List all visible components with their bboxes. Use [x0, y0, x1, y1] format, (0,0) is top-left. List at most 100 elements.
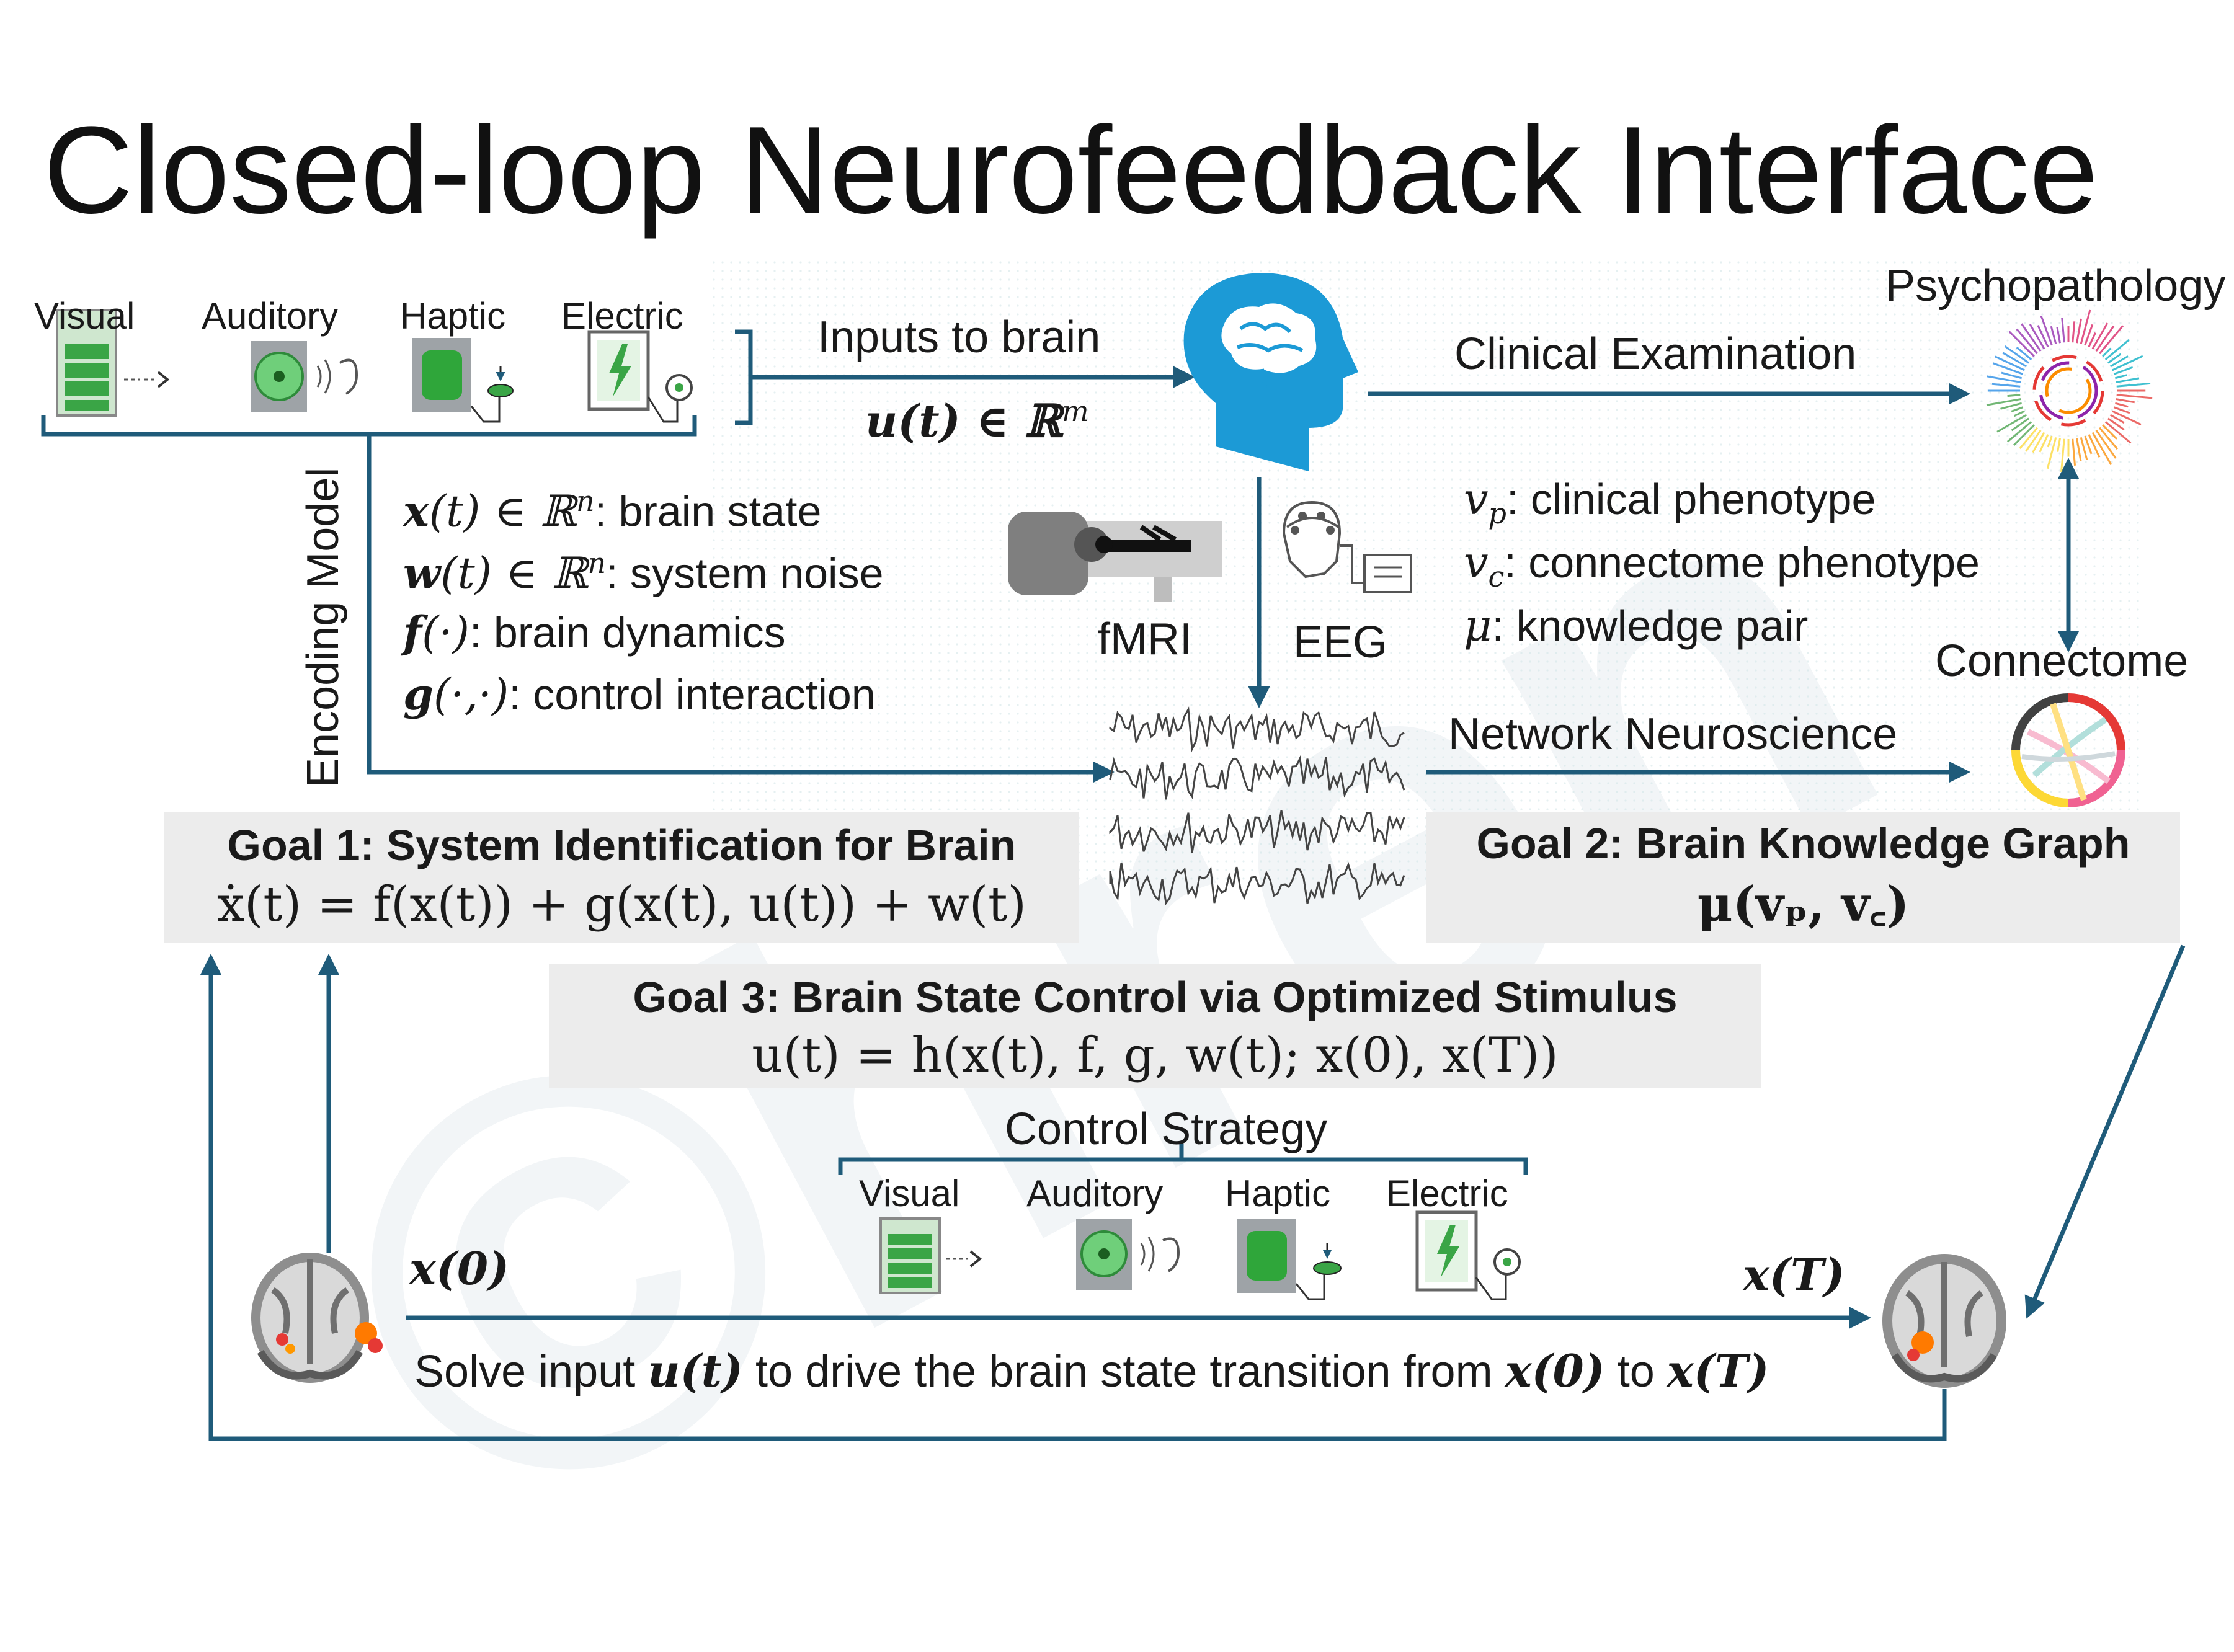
electric-stimulus-icon: [587, 330, 693, 423]
psychopathology-spoke: [2016, 347, 2032, 361]
psychopathology-spoke: [1991, 383, 2021, 388]
clinical-examination-label: Clinical Examination: [1454, 329, 1857, 379]
psychopathology-spoke: [2084, 435, 2093, 455]
psychopathology-spoke: [2013, 410, 2025, 417]
goal2-equation: μ(vₚ, v꜀): [1697, 876, 1910, 933]
target-state-label: x(T): [1743, 1248, 1845, 1301]
psychopathology-spoke: [2091, 432, 2112, 466]
goal2-title: Goal 2: Brain Knowledge Graph: [1476, 819, 2130, 868]
psychopathology-spoke: [2114, 374, 2128, 380]
psychopathology-spoke: [2056, 327, 2061, 344]
psychopathology-spoke: [2057, 438, 2061, 453]
psychopathology-spoke: [1992, 362, 2024, 375]
input-space-label: u(t) ∈ ℝm: [865, 394, 1089, 447]
psychopathology-spoke: [2104, 420, 2132, 444]
psychopathology-spoke: [2007, 394, 2021, 397]
goal3-box: Goal 3: Brain State Control via Optimize…: [549, 964, 1761, 1088]
arrow-encoding-model: [367, 434, 1115, 783]
brain-slice-x0-icon: [251, 1253, 383, 1383]
psychopathology-spoke: [2061, 318, 2065, 343]
psychopathology-spoke: [2019, 427, 2039, 450]
haptic-stimulus-icon: [412, 338, 514, 423]
psychopathology-spoke: [2116, 377, 2140, 383]
inputs-to-brain-label: Inputs to brain: [817, 313, 1101, 362]
variable-row: f(·): brain dynamics: [403, 606, 786, 658]
psychopathology-spoke: [2116, 382, 2151, 388]
psychopathology-spoke: [2088, 434, 2101, 458]
psychopathology-spoke: [1987, 375, 2021, 383]
psychopathology-ring: [2032, 355, 2104, 427]
goal2-box: Goal 2: Brain Knowledge Graph μ(vₚ, v꜀): [1426, 812, 2180, 943]
psychopathology-spoke: [2084, 324, 2094, 346]
psychopathology-spoke: [2116, 398, 2135, 404]
psychopathology-label: Psychopathology: [1885, 261, 2226, 311]
visual-control-icon: [879, 1217, 982, 1294]
psychopathology-spoke: [2072, 321, 2076, 343]
network-neuroscience-label: Network Neuroscience: [1448, 709, 1898, 759]
variable-row: vc: connectome phenotype: [1464, 537, 1980, 593]
psychopathology-spoke: [2112, 355, 2143, 371]
variable-row: w(t) ∈ ℝn: system noise: [403, 546, 884, 599]
psychopathology-spoke: [2102, 424, 2118, 440]
psychopathology-spoke: [2072, 438, 2076, 466]
top-stimulus-bracket: [41, 415, 697, 437]
psychopathology-spoke: [2109, 414, 2125, 424]
connectome-chord-chart: [2011, 693, 2125, 807]
psychopathology-radial-chart: [1986, 309, 2153, 473]
psychopathology-spoke: [2016, 328, 2039, 355]
variable-row: vp: clinical phenotype: [1464, 474, 1876, 530]
psychopathology-spoke: [2002, 352, 2027, 368]
psychopathology-spoke: [2004, 345, 2029, 364]
auditory-stimulus-icon: [251, 341, 358, 412]
psychopathology-spoke: [2040, 315, 2053, 346]
psychopathology-spoke: [2032, 432, 2045, 453]
variable-row: g(·,·): control interaction: [403, 668, 876, 720]
modality-label-haptic: Haptic: [400, 295, 506, 337]
auditory-control-icon: [1076, 1219, 1180, 1290]
psychopathology-spoke: [2046, 437, 2057, 469]
psychopathology-spoke: [1995, 355, 2025, 371]
connectome-label: Connectome: [1935, 636, 2189, 686]
psychopathology-spoke: [2112, 410, 2142, 425]
eeg-headset-icon: [1282, 500, 1412, 593]
control-strategy-bracket: [838, 1144, 1528, 1175]
psychopathology-spoke: [2091, 322, 2109, 350]
psychopathology-spoke: [2107, 417, 2125, 431]
psychopathology-spoke: [2107, 353, 2122, 364]
goal3-equation: u(t) = h(x(t), f, g, w(t); x(0), x(T)): [752, 1028, 1559, 1083]
diagram-canvas: [41, 260, 2186, 1441]
arrow-goal2-to-xT: [2024, 944, 2186, 1319]
psychopathology-spoke: [2095, 325, 2115, 352]
psychopathology-spoke: [2025, 430, 2042, 452]
psychopathology-spoke: [2011, 417, 2029, 432]
psychopathology-spoke: [1986, 398, 2021, 406]
psychopathology-spoke: [2080, 437, 2088, 460]
psychopathology-spoke: [2080, 309, 2091, 345]
psychopathology-spoke: [2104, 339, 2130, 361]
psychopathology-spoke: [2047, 435, 2053, 448]
control-label-auditory: Auditory: [1026, 1173, 1164, 1214]
psychopathology-spoke: [2013, 424, 2035, 446]
initial-state-label: x(0): [409, 1242, 510, 1295]
arrow-feedback-loop: [200, 954, 1947, 1441]
psychopathology-spoke: [2116, 394, 2153, 399]
psychopathology-spoke: [2039, 434, 2049, 453]
variable-row: μ: knowledge pair: [1464, 600, 1809, 651]
control-label-electric: Electric: [1386, 1173, 1508, 1214]
encoding-model-label: Encoding Model: [298, 467, 348, 788]
psychopathology-spoke: [2000, 402, 2023, 410]
fmri-label: fMRI: [1098, 615, 1192, 664]
psychopathology-spoke: [2088, 332, 2096, 347]
psychopathology-spoke: [2076, 318, 2082, 344]
psychopathology-spoke: [2076, 438, 2082, 461]
psychopathology-spoke: [1996, 414, 2027, 433]
psychopathology-spoke: [2060, 438, 2065, 473]
psychopathology-spoke: [2001, 371, 2023, 380]
goal1-box: Goal 1: System Identification for Brain …: [164, 812, 1079, 943]
visual-stimulus-icon: [56, 309, 170, 417]
psychopathology-ring: [2045, 367, 2092, 414]
variable-row: x(t) ∈ ℝn: brain state: [403, 484, 822, 537]
modality-label-visual: Visual: [34, 295, 135, 337]
psychopathology-spoke: [2095, 430, 2117, 459]
psychopathology-spoke: [2029, 324, 2045, 350]
